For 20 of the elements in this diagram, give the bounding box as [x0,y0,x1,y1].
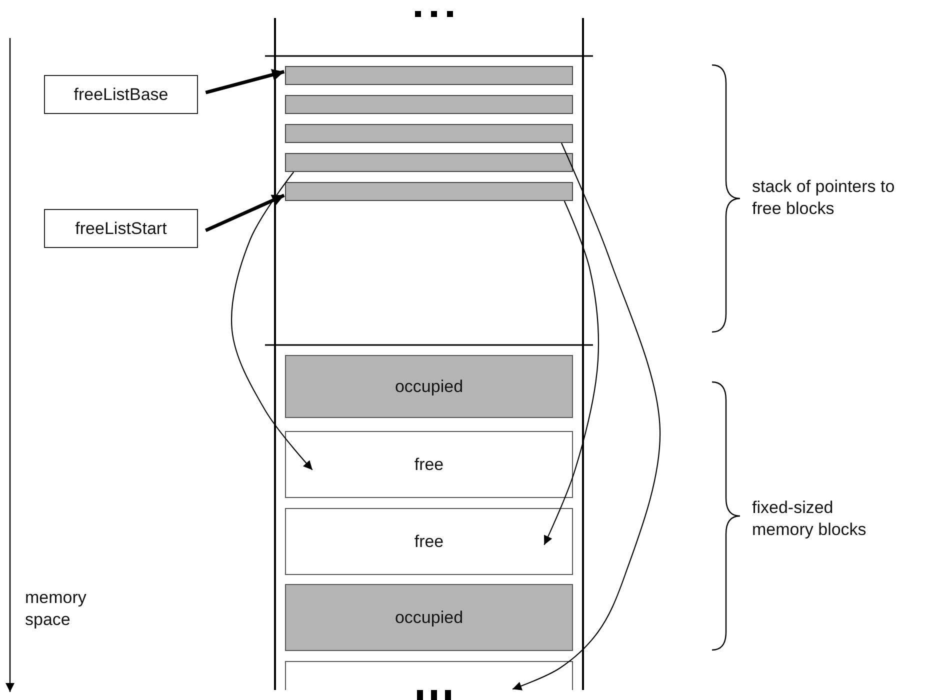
free-block: free [285,431,573,498]
brace-label: fixed-sized memory blocks [752,497,868,541]
pointer-name-box: freeListBase [44,75,198,114]
occupied-block: occupied [285,355,573,418]
arrow [544,200,600,546]
pointer-slot-bar [285,153,573,172]
pointer-slot-bar [285,66,573,85]
free-block: free [285,508,573,575]
arrow [204,194,285,232]
pointer-slot-bar [285,124,573,143]
pointer-slot-bar [285,182,573,201]
pointer-slot-bar [285,95,573,114]
axis-label: memory space [25,587,88,631]
brace-label: stack of pointers to free blocks [752,176,896,220]
pointer-name-box: freeListStart [44,209,198,248]
arrow [231,172,313,470]
arrow [205,68,285,94]
occupied-block: occupied [285,584,573,651]
arrow [512,142,661,690]
memory-block [285,661,573,690]
